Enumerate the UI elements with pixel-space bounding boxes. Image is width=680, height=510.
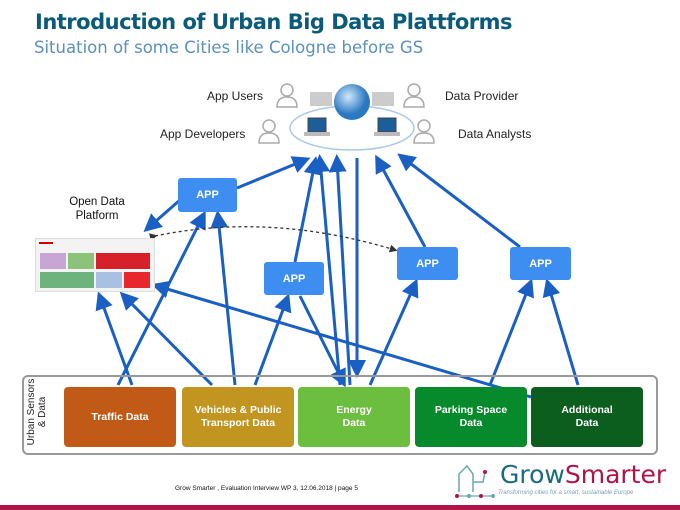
app-box-3: APP xyxy=(397,247,458,280)
footer-bar xyxy=(0,505,680,510)
logo-tagline: Transforming cities for a smart, sustain… xyxy=(498,490,634,496)
urban-sensors-container xyxy=(22,375,658,455)
app-users-person-icon xyxy=(276,83,298,108)
source-energy-data: Energy Data xyxy=(298,387,410,447)
source-traffic-data: Traffic Data xyxy=(64,387,176,447)
app-developers-person-icon xyxy=(258,119,280,144)
role-app-developers: App Developers xyxy=(160,127,246,141)
open-data-platform-label: Open Data Platform xyxy=(69,196,125,222)
source-parking-space-data: Parking Space Data xyxy=(415,387,527,447)
app-box-2: APP xyxy=(264,262,324,295)
slide-title: Introduction of Urban Big Data Plattform… xyxy=(35,10,513,34)
app-box-4: APP xyxy=(510,247,571,280)
growsmarter-logo-icon xyxy=(455,464,495,498)
data-provider-person-icon xyxy=(403,83,425,108)
app-box-1: APP xyxy=(178,178,237,212)
source-vehicles-transport-data: Vehicles & Public Transport Data xyxy=(182,387,294,447)
footer-text: Grow Smarter , Evaluation Interview WP 3… xyxy=(175,485,358,492)
role-app-users: App Users xyxy=(207,89,264,103)
open-data-platform-screenshot xyxy=(35,238,155,292)
urban-sensors-label: Urban Sensors & Data xyxy=(26,378,48,446)
logo-smarter: Smarter xyxy=(564,460,667,489)
growsmarter-logo-text: GrowSmarter xyxy=(500,460,666,489)
cloud-platform-icon xyxy=(289,84,415,151)
logo-grow: Grow xyxy=(500,460,565,489)
slide-subtitle: Situation of some Cities like Cologne be… xyxy=(34,38,424,57)
role-data-analysts: Data Analysts xyxy=(458,127,532,141)
role-data-provider: Data Provider xyxy=(445,89,519,103)
source-additional-data: Additional Data xyxy=(531,387,643,447)
data-analysts-person-icon xyxy=(413,119,435,144)
